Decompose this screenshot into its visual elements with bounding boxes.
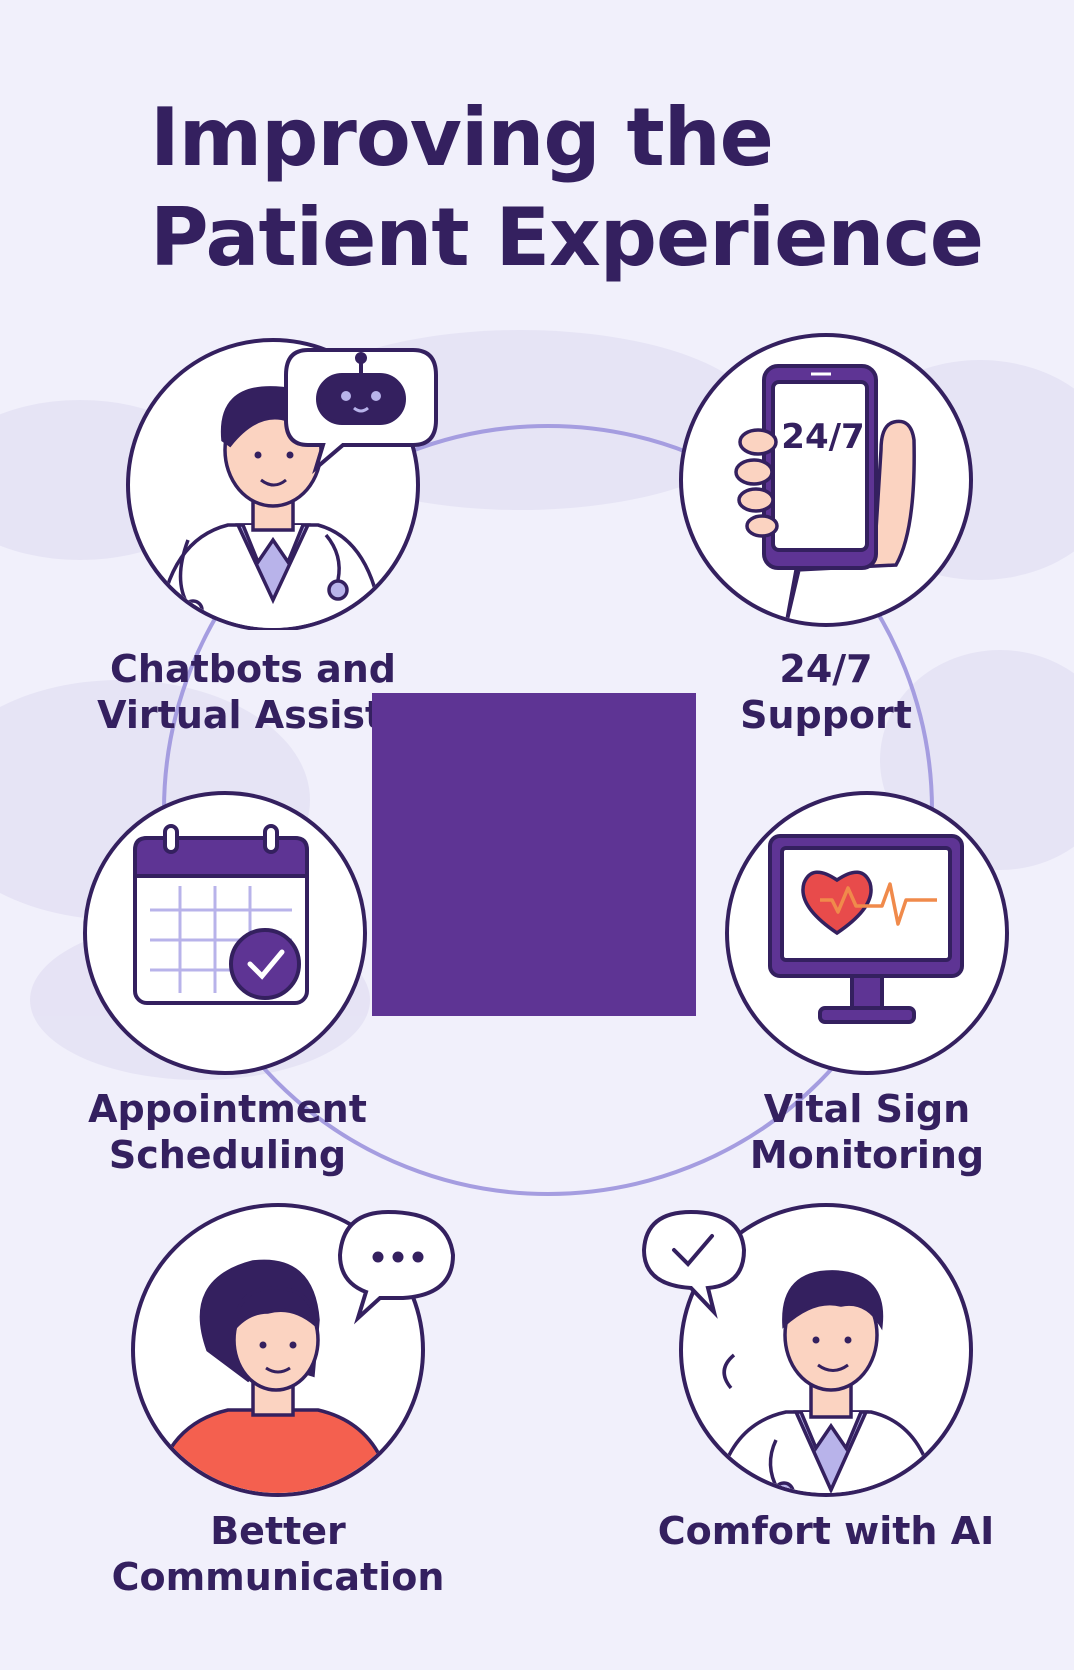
label-communication: Better Communication [111, 1509, 445, 1599]
doctor-chatbot-icon [126, 338, 438, 630]
label-appointment: Appointment Scheduling [88, 1087, 367, 1177]
calendar-check-icon [83, 791, 367, 1075]
label-chatbots: Chatbots and Virtual Assista [97, 647, 409, 737]
phone-247-icon: 24/7 [679, 333, 973, 627]
label-comfort: Comfort with AI [657, 1509, 995, 1553]
title-line-2: Patient Experience [150, 191, 984, 284]
label-support: 24/7 Support [740, 647, 912, 737]
page-title: Improving the Patient Experience [150, 88, 1030, 288]
patient-speech-icon [131, 1203, 456, 1497]
label-vital-sign: Vital Sign Monitoring [749, 1087, 985, 1177]
title-line-1: Improving the [150, 91, 774, 184]
doctor-check-icon [641, 1203, 973, 1497]
center-panel [372, 693, 696, 1016]
phone-badge: 24/7 [781, 417, 864, 457]
heart-monitor-icon [725, 791, 1009, 1075]
